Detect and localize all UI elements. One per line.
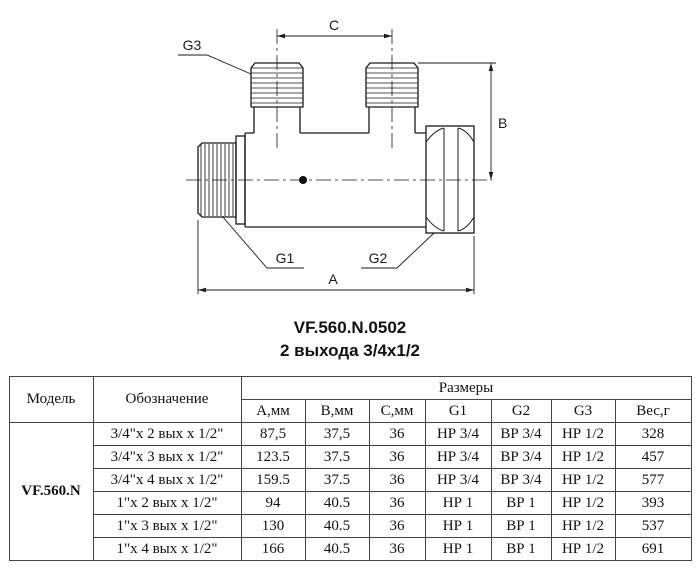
model-code: VF.560.N.0502 [293, 318, 407, 337]
cell-g2: ВР 3/4 [490, 445, 552, 469]
header-g2: G2 [490, 399, 552, 423]
table-header-row-1: Модель Обозначение Размеры [8, 376, 692, 423]
table-row: 1"х 2 вых х 1/2" 94 40.5 36 НР 1 ВР 1 НР… [9, 491, 692, 515]
cell-weight: 328 [614, 422, 692, 446]
leader-g3: G3 [178, 37, 252, 75]
cell-g1: НР 1 [424, 491, 492, 515]
dim-c-label: C [329, 17, 339, 33]
outlet-2 [365, 62, 419, 133]
header-g3: G3 [550, 399, 616, 423]
dim-a-label: A [328, 271, 338, 287]
cell-g3: НР 1/2 [550, 514, 616, 538]
dim-g3-label: G3 [183, 37, 202, 53]
title-block: VF.560.N.0502 2 выхода 3/4х1/2 [0, 316, 700, 362]
header-weight: Вес,г [614, 399, 692, 423]
cell-c-mm: 36 [368, 537, 426, 561]
cell-g1: НР 3/4 [424, 445, 492, 469]
dimensions-table: Модель Обозначение Размеры А,мм В,мм С,м… [8, 376, 692, 561]
cell-designation: 3/4"х 3 вых х 1/2" [92, 445, 242, 469]
cell-weight: 691 [614, 537, 692, 561]
cell-designation: 3/4"х 2 вых х 1/2" [92, 422, 242, 446]
cell-b-mm: 37,5 [304, 422, 370, 446]
cell-g2: ВР 1 [490, 491, 552, 515]
cell-a-mm: 123.5 [240, 445, 306, 469]
cell-designation: 1"х 2 вых х 1/2" [92, 491, 242, 515]
leader-g2: G2 [361, 232, 435, 269]
header-designation: Обозначение [92, 376, 242, 423]
manifold-body [244, 132, 426, 228]
cell-weight: 577 [614, 468, 692, 492]
header-model: Модель [8, 376, 94, 423]
dim-g2-label: G2 [369, 250, 388, 266]
outlet-1 [250, 62, 304, 133]
header-g1: G1 [424, 399, 492, 423]
model-value: VF.560.N [8, 422, 94, 561]
cell-weight: 537 [614, 514, 692, 538]
cell-g3: НР 1/2 [550, 468, 616, 492]
cell-a-mm: 94 [240, 491, 306, 515]
cell-g3: НР 1/2 [550, 422, 616, 446]
cell-weight: 393 [614, 491, 692, 515]
cell-g1: НР 1 [424, 537, 492, 561]
dim-g1-label: G1 [276, 250, 295, 266]
cell-g3: НР 1/2 [550, 537, 616, 561]
cell-weight: 457 [614, 445, 692, 469]
header-dimensions-group: Размеры [240, 376, 692, 400]
cell-g3: НР 1/2 [550, 445, 616, 469]
cell-b-mm: 37.5 [304, 445, 370, 469]
table-row: 1"х 3 вых х 1/2" 130 40.5 36 НР 1 ВР 1 Н… [9, 514, 692, 538]
cell-g2: ВР 1 [490, 514, 552, 538]
cell-b-mm: 40.5 [304, 491, 370, 515]
cell-b-mm: 40.5 [304, 514, 370, 538]
table-row: 1"х 4 вых х 1/2" 166 40.5 36 НР 1 ВР 1 Н… [9, 537, 692, 561]
cell-c-mm: 36 [368, 445, 426, 469]
cell-designation: 1"х 3 вых х 1/2" [92, 514, 242, 538]
cell-g3: НР 1/2 [550, 491, 616, 515]
leader-g1: G1 [221, 215, 304, 269]
cell-c-mm: 36 [368, 468, 426, 492]
cell-c-mm: 36 [368, 422, 426, 446]
cell-g1: НР 1 [424, 514, 492, 538]
header-b-mm: В,мм [304, 399, 370, 423]
cell-designation: 3/4"х 4 вых х 1/2" [92, 468, 242, 492]
dimension-b: B [418, 62, 507, 180]
dim-b-label: B [498, 115, 507, 131]
cell-g2: ВР 3/4 [490, 468, 552, 492]
dimension-c: C [277, 17, 392, 39]
centerlines [186, 29, 492, 181]
hex-end-g2 [425, 125, 475, 234]
cell-g2: ВР 3/4 [490, 422, 552, 446]
cell-c-mm: 36 [368, 491, 426, 515]
cell-c-mm: 36 [368, 514, 426, 538]
cell-designation: 1"х 4 вых х 1/2" [92, 537, 242, 561]
dimension-a: A [197, 220, 475, 294]
manifold-drawing: C B A G3 [178, 17, 507, 294]
cell-a-mm: 130 [240, 514, 306, 538]
body-port-dot [299, 176, 307, 184]
model-description: 2 выхода 3/4х1/2 [279, 341, 421, 360]
cell-g1: НР 3/4 [424, 422, 492, 446]
table-row: 3/4"х 4 вых х 1/2" 159.5 37.5 36 НР 3/4 … [9, 468, 692, 492]
cell-a-mm: 166 [240, 537, 306, 561]
cell-a-mm: 159.5 [240, 468, 306, 492]
table-row: VF.560.N 3/4"х 2 вых х 1/2" 87,5 37,5 36… [8, 422, 692, 561]
cell-g2: ВР 1 [490, 537, 552, 561]
cell-a-mm: 87,5 [240, 422, 306, 446]
cell-b-mm: 37.5 [304, 468, 370, 492]
cell-b-mm: 40.5 [304, 537, 370, 561]
table-row: 3/4"х 3 вых х 1/2" 123.5 37.5 36 НР 3/4 … [9, 445, 692, 469]
header-a-mm: А,мм [240, 399, 306, 423]
cell-g1: НР 3/4 [424, 468, 492, 492]
header-c-mm: С,мм [368, 399, 426, 423]
technical-drawing-area: C B A G3 [0, 2, 700, 312]
